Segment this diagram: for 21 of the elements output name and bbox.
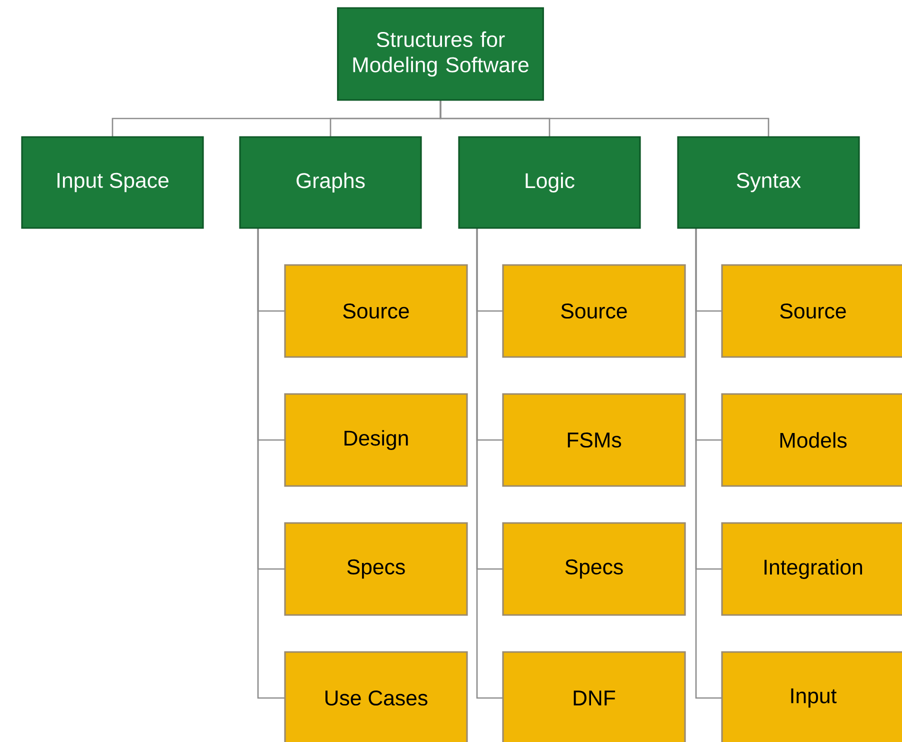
item-box: Design: [284, 393, 468, 487]
category-box: Syntax: [677, 136, 860, 229]
category-box: Input Space: [21, 136, 204, 229]
connector-line: [440, 100, 770, 137]
item-box: Source: [284, 264, 468, 358]
item-box: Specs: [502, 522, 686, 616]
item-box: DNF: [502, 651, 686, 742]
item-box: Models: [721, 393, 902, 487]
connector-line: [257, 228, 285, 699]
item-box: Specs: [284, 522, 468, 616]
item-box: Use Cases: [284, 651, 468, 742]
item-box: Integration: [721, 522, 902, 616]
item-box: Source: [502, 264, 686, 358]
connector-line: [476, 228, 503, 699]
item-box: Source: [721, 264, 902, 358]
root-box: Structures for Modeling Software: [337, 7, 544, 101]
category-box: Logic: [458, 136, 641, 229]
item-box: Input: [721, 651, 902, 742]
item-box: FSMs: [502, 393, 686, 487]
connector-line: [695, 228, 722, 699]
category-box: Graphs: [239, 136, 422, 229]
